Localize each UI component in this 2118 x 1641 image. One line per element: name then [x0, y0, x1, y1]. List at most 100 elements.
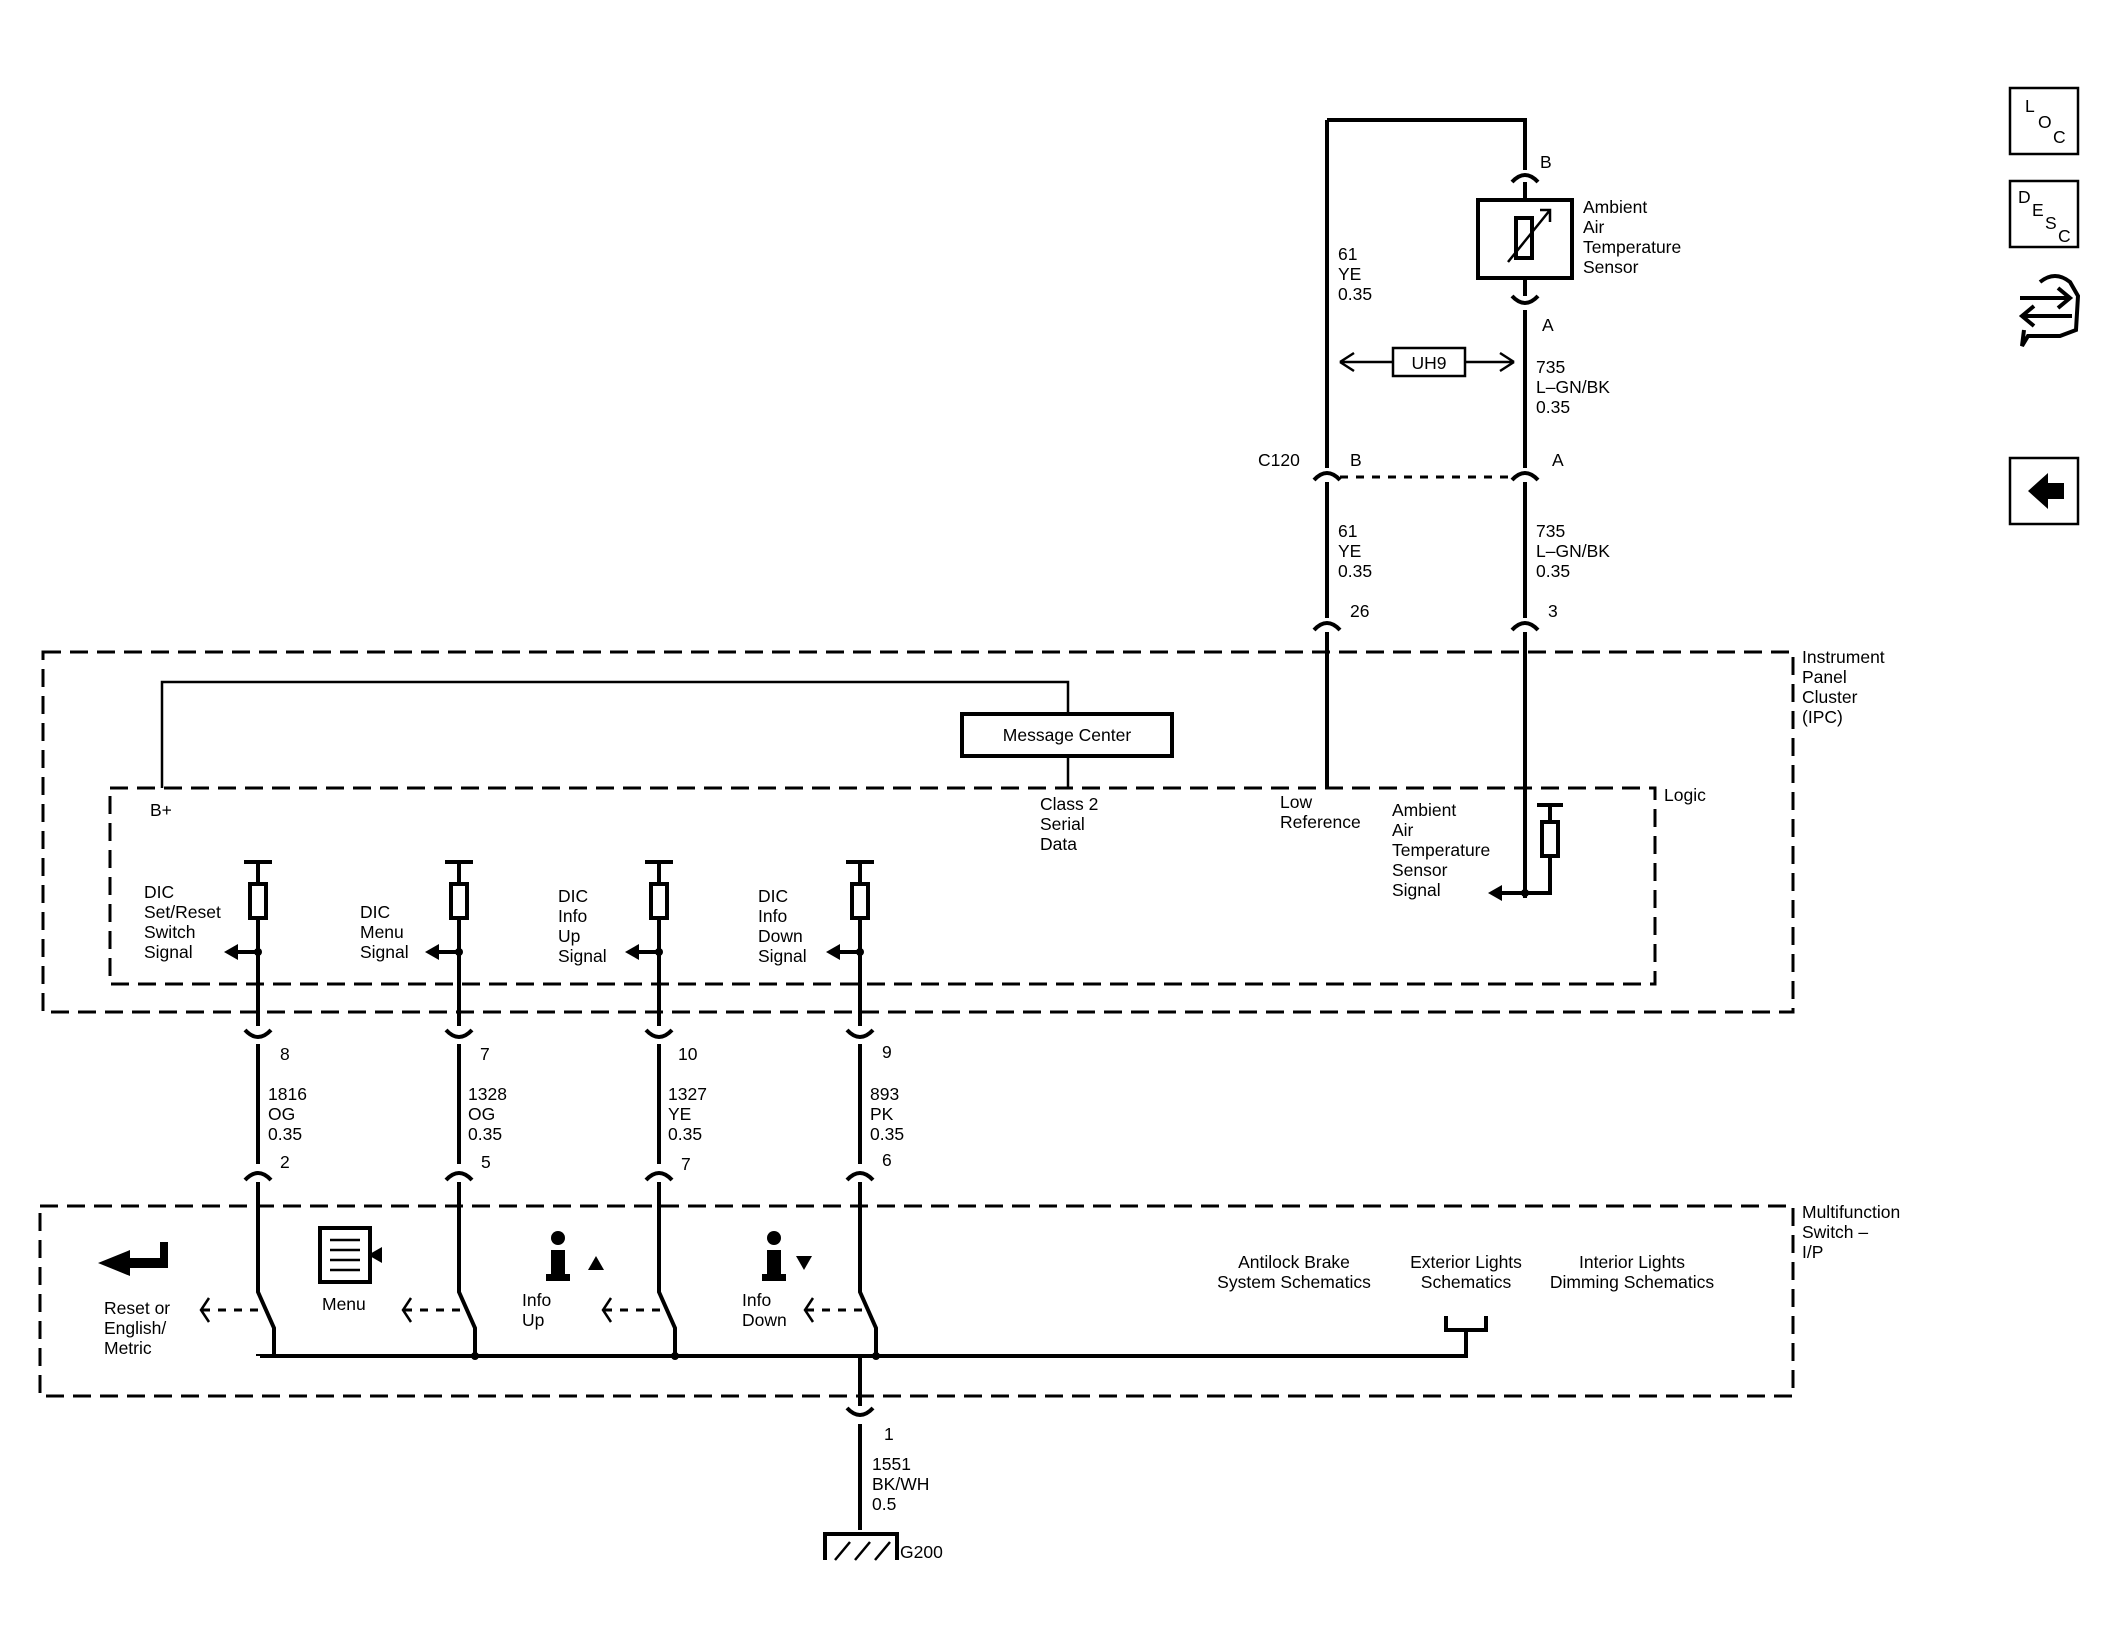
svg-text:Set/Reset: Set/Reset — [144, 902, 221, 922]
aat-signal-line-4: Sensor — [1392, 860, 1448, 880]
ref-abs-line-2: System Schematics — [1217, 1272, 1371, 1292]
sensor-pin-a-label: A — [1542, 315, 1554, 335]
svg-text:0.35: 0.35 — [870, 1124, 904, 1144]
dic-info-down-signal: DIC Info Down Signal 9 — [758, 860, 892, 1062]
svg-text:0.35: 0.35 — [468, 1124, 502, 1144]
menu-list-icon — [318, 1226, 382, 1284]
class2-line-3: Data — [1040, 834, 1077, 854]
svg-text:Signal: Signal — [558, 946, 607, 966]
svg-text:Info: Info — [742, 1290, 771, 1310]
svg-text:L–GN/BK: L–GN/BK — [1536, 541, 1610, 561]
aat-signal-line-2: Air — [1392, 820, 1414, 840]
menu-switch: Menu — [318, 1226, 382, 1314]
svg-text:OG: OG — [268, 1104, 295, 1124]
aat-signal-line-1: Ambient — [1392, 800, 1456, 820]
ipc-logic-label: Logic — [1664, 785, 1706, 805]
svg-text:Info: Info — [558, 906, 587, 926]
svg-text:1328: 1328 — [468, 1084, 507, 1104]
reset-english-metric-switch: Reset or English/ Metric — [98, 1242, 170, 1358]
svg-text:English/: English/ — [104, 1318, 166, 1338]
message-center-label: Message Center — [1003, 725, 1132, 745]
svg-text:YE: YE — [1338, 264, 1361, 284]
back-arrow-icon[interactable] — [2008, 456, 2080, 526]
svg-text:Down: Down — [758, 926, 803, 946]
svg-text:DIC: DIC — [558, 886, 588, 906]
svg-text:BK/WH: BK/WH — [872, 1474, 929, 1494]
svg-text:Metric: Metric — [104, 1338, 152, 1358]
svg-text:0.35: 0.35 — [668, 1124, 702, 1144]
low-ref-line-1: Low — [1280, 792, 1312, 812]
svg-text:DIC: DIC — [144, 882, 174, 902]
svg-text:Up: Up — [522, 1310, 544, 1330]
connector-swap-icon[interactable] — [2018, 274, 2081, 348]
instrument-panel-cluster: Instrument Panel Cluster (IPC) Logic Mes… — [41, 647, 1885, 1014]
mfs-pin-7: 7 — [681, 1154, 691, 1174]
info-up-icon — [546, 1231, 604, 1281]
enter-arrow-icon — [98, 1242, 168, 1276]
svg-text:1551: 1551 — [872, 1454, 911, 1474]
svg-text:Info: Info — [758, 906, 787, 926]
svg-text:0.35: 0.35 — [1536, 397, 1570, 417]
wire-61-lower-label: 61 YE 0.35 — [1338, 521, 1372, 581]
svg-text:0.35: 0.35 — [1338, 284, 1372, 304]
mfs-pin-5: 5 — [481, 1152, 491, 1172]
mfs-title-3: I/P — [1802, 1242, 1823, 1262]
svg-text:Signal: Signal — [758, 946, 807, 966]
desc-letter-2: E — [2032, 200, 2044, 220]
dic-set-reset-signal: DIC Set/Reset Switch Signal 8 — [144, 860, 290, 1064]
ground-g200: 1 1551 BK/WH 0.5 G200 — [823, 1406, 943, 1562]
ref-abs-line-1: Antilock Brake — [1238, 1252, 1350, 1272]
ipc-title-2: Panel — [1802, 667, 1847, 687]
svg-text:L–GN/BK: L–GN/BK — [1536, 377, 1610, 397]
ipc-title-1: Instrument — [1802, 647, 1885, 667]
mfs-pin-2: 2 — [280, 1152, 290, 1172]
ambient-air-temperature-sensor: B A Ambient Air Temperature Sensor — [1327, 118, 1681, 468]
ground-label: G200 — [900, 1542, 943, 1562]
c120-pin-a: A — [1552, 450, 1564, 470]
c120-label: C120 — [1258, 450, 1300, 470]
svg-text:Up: Up — [558, 926, 580, 946]
svg-text:61: 61 — [1338, 244, 1357, 264]
svg-text:61: 61 — [1338, 521, 1357, 541]
ipc-pin-9: 9 — [882, 1042, 892, 1062]
wire-735-lower-label: 735 L–GN/BK 0.35 — [1536, 521, 1610, 581]
mfs-pin-6: 6 — [882, 1150, 892, 1170]
svg-text:893: 893 — [870, 1084, 899, 1104]
desc-letter-4: C — [2058, 226, 2071, 246]
svg-text:Reset or: Reset or — [104, 1298, 170, 1318]
svg-text:YE: YE — [668, 1104, 691, 1124]
ref-int-lights-line-1: Interior Lights — [1579, 1252, 1685, 1272]
svg-text:735: 735 — [1536, 521, 1565, 541]
svg-text:Info: Info — [522, 1290, 551, 1310]
info-down-icon — [762, 1231, 812, 1281]
ipc-pin-7: 7 — [480, 1044, 490, 1064]
svg-text:1327: 1327 — [668, 1084, 707, 1104]
svg-text:Menu: Menu — [322, 1294, 366, 1314]
loc-letter-3: C — [2053, 127, 2066, 147]
ipc-pin-26: 26 — [1350, 601, 1369, 621]
loc-button[interactable]: L O C — [2008, 86, 2080, 156]
b-plus-label: B+ — [150, 800, 172, 820]
class2-line-2: Serial — [1040, 814, 1085, 834]
desc-button[interactable]: D E S C — [2008, 179, 2080, 249]
svg-text:0.35: 0.35 — [1338, 561, 1372, 581]
svg-text:PK: PK — [870, 1104, 894, 1124]
ipc-pin-10: 10 — [678, 1044, 698, 1064]
svg-text:735: 735 — [1536, 357, 1565, 377]
wire-61-upper-label: 61 YE 0.35 — [1338, 244, 1372, 304]
svg-text:Switch: Switch — [144, 922, 196, 942]
mfs-title-2: Switch – — [1802, 1222, 1868, 1242]
option-code-label: UH9 — [1411, 353, 1446, 373]
sensor-pin-b-label: B — [1540, 152, 1552, 172]
aat-signal-line-3: Temperature — [1392, 840, 1490, 860]
sensor-name-1: Ambient — [1583, 197, 1647, 217]
svg-text:Down: Down — [742, 1310, 787, 1330]
ipc-title-4: (IPC) — [1802, 707, 1843, 727]
mfs-title-1: Multifunction — [1802, 1202, 1900, 1222]
svg-text:0.35: 0.35 — [1536, 561, 1570, 581]
connector-c120: C120 B A — [1258, 450, 1564, 482]
multifunction-switch: Multifunction Switch – I/P — [38, 1182, 1900, 1406]
sensor-name-3: Temperature — [1583, 237, 1681, 257]
desc-letter-3: S — [2045, 213, 2057, 233]
